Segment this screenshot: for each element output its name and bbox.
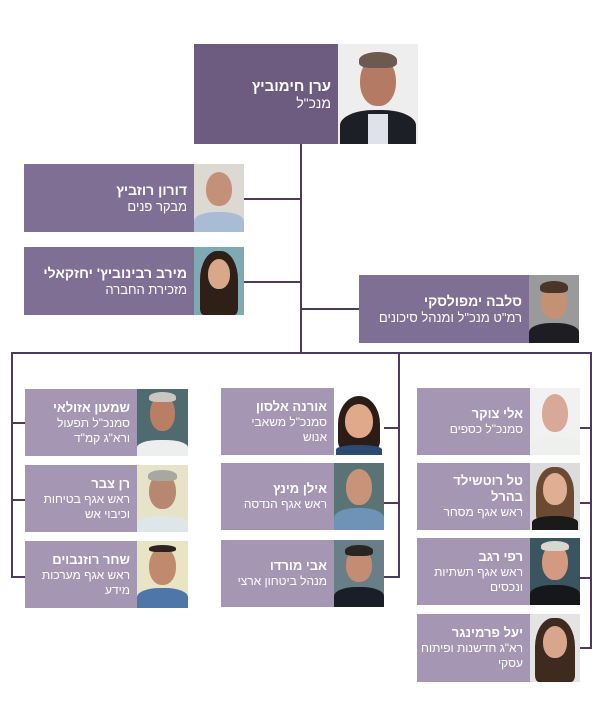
dept-name: אילן מינץ	[273, 481, 327, 496]
dept-name: אלי צוקר	[471, 406, 523, 421]
ceo-photo	[338, 44, 418, 144]
dept-card-fire-safety[interactable]: רן צבר ראש אגף בטיחות וכיבוי אש	[25, 465, 188, 532]
staff-photo	[194, 247, 244, 315]
deputy-card[interactable]: סלבה ימפולסקי רמ"ט מנכ"ל ומנהל סיכונים	[359, 275, 579, 343]
dept-info: אורנה אלסון סמנכ"ל משאבי אנוש	[221, 388, 334, 455]
staff-info: מירב רבינוביץ' יחזקאלי מזכירת החברה	[24, 247, 194, 315]
dept-info: רפי רגב ראש אגף תשתיות ונכסים	[417, 538, 530, 605]
dept-card-infrastructure[interactable]: רפי רגב ראש אגף תשתיות ונכסים	[417, 538, 580, 605]
connector-right-vertical	[590, 352, 592, 649]
dept-role: מנהל ביטחון ארצי	[237, 574, 327, 588]
staff-name: מירב רבינוביץ' יחזקאלי	[43, 264, 187, 281]
dept-role: סמנכ"ל משאבי אנוש	[251, 414, 327, 444]
connector-staff-2	[244, 281, 301, 283]
dept-role: סמנכ"ל כספים	[449, 422, 523, 436]
dept-name: רן צבר	[91, 475, 130, 491]
ceo-name: ערן חימוביץ	[251, 77, 331, 95]
dept-info: שמעון אזולאי סמנכ"ל תפעול ורא"ג קמ"ד	[25, 389, 137, 456]
dept-photo	[530, 614, 580, 682]
connector-trunk	[300, 144, 302, 354]
deputy-role: רמ"ט מנכ"ל ומנהל סיכונים	[378, 309, 522, 325]
ceo-card[interactable]: ערן חימוביץ מנכ"ל	[194, 44, 418, 144]
connector-left-vertical	[11, 352, 13, 578]
dept-info: אבי מורדו מנהל ביטחון ארצי	[221, 540, 334, 607]
dept-photo	[530, 463, 580, 530]
dept-name: טל רוטשילד בהרל	[453, 473, 523, 504]
deputy-info: סלבה ימפולסקי רמ"ט מנכ"ל ומנהל סיכונים	[359, 275, 529, 343]
dept-photo	[137, 541, 188, 608]
ceo-role: מנכ"ל	[296, 94, 331, 111]
connector-right-1	[580, 427, 591, 429]
dept-card-commerce[interactable]: טל רוטשילד בהרל ראש אגף מסחר	[417, 463, 580, 530]
connector-right-2	[580, 502, 591, 504]
staff-card-company-secretary[interactable]: מירב רבינוביץ' יחזקאלי מזכירת החברה	[24, 247, 244, 315]
dept-photo	[334, 463, 384, 530]
dept-card-engineering[interactable]: אילן מינץ ראש אגף הנדסה	[221, 463, 384, 530]
staff-name: דורון רוזביץ	[116, 181, 187, 198]
dept-card-innovation[interactable]: יעל פרמינגר רא"ג חדשנות ופיתוח עסקי	[417, 614, 580, 682]
dept-role: ראש אגף הנדסה	[243, 497, 327, 511]
connector-deputy	[301, 308, 359, 310]
dept-name: יעל פרמינגר	[451, 625, 523, 640]
ceo-info: ערן חימוביץ מנכ"ל	[194, 44, 338, 144]
staff-photo	[194, 164, 244, 232]
dept-name: שמעון אזולאי	[52, 399, 130, 415]
dept-photo	[334, 388, 384, 455]
connector-left-1	[11, 422, 25, 424]
dept-name: רפי רגב	[478, 548, 523, 564]
dept-role: ראש אגף מסחר	[443, 505, 523, 519]
dept-name: אורנה אלסון	[256, 398, 327, 414]
connector-middle-vertical	[398, 352, 400, 578]
dept-role: ראש אגף מערכות מידע	[41, 567, 130, 597]
dept-info: רן צבר ראש אגף בטיחות וכיבוי אש	[25, 465, 137, 532]
dept-role: סמנכ"ל תפעול ורא"ג קמ"ד	[57, 415, 130, 445]
connector-left-2	[11, 499, 25, 501]
dept-card-finance[interactable]: אלי צוקר סמנכ"ל כספים	[417, 388, 580, 455]
dept-photo	[137, 389, 188, 456]
connector-right-3	[580, 577, 591, 579]
connector-middle-3	[384, 576, 399, 578]
dept-photo	[530, 388, 580, 455]
dept-name: שחר רוזנבוים	[52, 551, 130, 567]
connector-middle-1	[384, 427, 399, 429]
dept-info: יעל פרמינגר רא"ג חדשנות ופיתוח עסקי	[417, 614, 530, 682]
dept-role: רא"ג חדשנות ופיתוח עסקי	[421, 641, 523, 670]
connector-staff-1	[244, 198, 301, 200]
deputy-name: סלבה ימפולסקי	[423, 292, 522, 309]
connector-horizontal-bus	[11, 352, 592, 354]
dept-card-information-systems[interactable]: שחר רוזנבוים ראש אגף מערכות מידע	[25, 541, 188, 608]
dept-photo	[530, 538, 580, 605]
connector-right-4	[580, 647, 591, 649]
staff-info: דורון רוזביץ מבקר פנים	[24, 164, 194, 232]
dept-info: טל רוטשילד בהרל ראש אגף מסחר	[417, 463, 530, 530]
connector-left-3	[11, 576, 25, 578]
staff-role: מבקר פנים	[127, 198, 187, 214]
dept-info: אילן מינץ ראש אגף הנדסה	[221, 463, 334, 530]
staff-card-internal-auditor[interactable]: דורון רוזביץ מבקר פנים	[24, 164, 244, 232]
dept-card-security[interactable]: אבי מורדו מנהל ביטחון ארצי	[221, 540, 384, 607]
dept-card-hr[interactable]: אורנה אלסון סמנכ"ל משאבי אנוש	[221, 388, 384, 455]
dept-role: ראש אגף בטיחות וכיבוי אש	[43, 491, 130, 521]
dept-name: אבי מורדו	[269, 558, 327, 573]
dept-role: ראש אגף תשתיות ונכסים	[434, 564, 523, 594]
deputy-photo	[529, 275, 579, 343]
dept-card-operations[interactable]: שמעון אזולאי סמנכ"ל תפעול ורא"ג קמ"ד	[25, 389, 188, 456]
staff-role: מזכירת החברה	[105, 281, 187, 297]
dept-photo	[137, 465, 188, 532]
dept-photo	[334, 540, 384, 607]
dept-info: אלי צוקר סמנכ"ל כספים	[417, 388, 530, 455]
connector-middle-2	[384, 502, 399, 504]
dept-info: שחר רוזנבוים ראש אגף מערכות מידע	[25, 541, 137, 608]
